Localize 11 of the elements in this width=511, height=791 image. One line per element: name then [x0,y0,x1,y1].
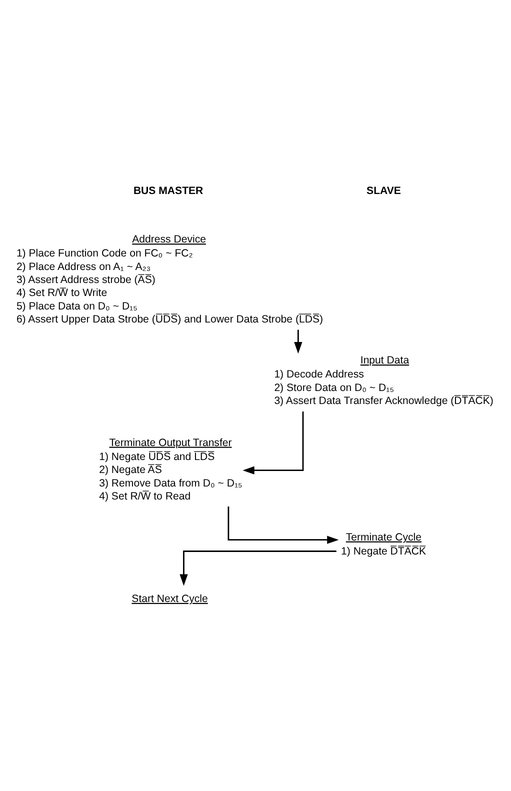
arrow [294,329,302,354]
node-text: Terminate Cycle 1) Negate D̅T̅A̅C̅K̅ [341,530,426,557]
arrow [228,506,339,544]
arrow [180,550,336,586]
node-text: Terminate Output Transfer 1) Negate U̅D̅S̅ and L̅D̅S̅ 2) Negate A̅S̅ 3) Remove Data from D₀ ~ D₁₅ 4) Set R/W̅ to Read [99,436,242,502]
label: SLAVE [366,184,401,197]
node-text: Address Device 1) Place Function Code on FC₀ ~ FC₂ 2) Place Address on A₁ ~ A₂₃ 3) Assert Address strobe (A̅S̅) 4) Set R/W̅ to Write 5) Place Data on D₀ ~ D₁₅ 6) Assert Upper Data Strobe (U̅D̅S̅) and Lower Data Strobe (L̅D̅S̅) [16,233,324,326]
node-text: Start Next Cycle [132,592,208,604]
node-text: Input Data 1) Decode Address 2) Store Data on D₀ ~ D₁₅ 3) Assert Data Transfer Acknowledge (D̅T̅A̅C̅K̅) [274,354,494,407]
arrow [242,411,304,474]
label: BUS MASTER [133,184,204,197]
